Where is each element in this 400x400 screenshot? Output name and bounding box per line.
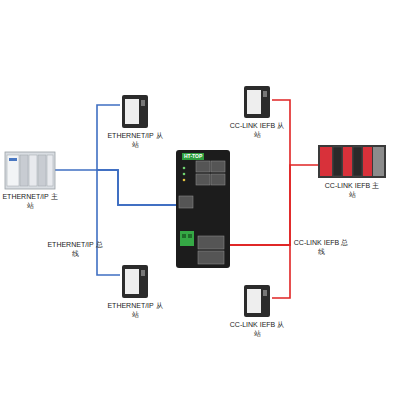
plc-indicator (9, 158, 17, 161)
slave-device (244, 86, 270, 118)
slave-device (122, 265, 148, 298)
device-label: ETHERNET/IP 从站 (107, 131, 163, 149)
slave-device (122, 95, 148, 128)
slave-device-box: ETHERNET/IP 从站 (120, 95, 150, 128)
terminal-block (180, 231, 194, 246)
terminal-screw (182, 234, 186, 238)
bus-connector (230, 100, 290, 245)
device-body (122, 265, 148, 298)
rj45-port (196, 161, 210, 172)
device-label: CC-LINK IEFB 从站 (229, 121, 285, 139)
device-body (122, 95, 148, 128)
plc-rack (5, 152, 55, 189)
bus-connector (230, 165, 318, 245)
plc-base (5, 152, 55, 189)
plc-module (7, 155, 19, 186)
rj45-port (198, 251, 224, 264)
device-front (247, 90, 261, 114)
plc-module (373, 147, 384, 176)
slave-device-box: ETHERNET/IP 从站 (120, 265, 150, 298)
bus-label: CC-LINK IEFB 总线 (292, 238, 350, 256)
device-port (141, 270, 145, 276)
rj45-port (198, 236, 224, 249)
plc-module (47, 155, 53, 186)
device-port (141, 100, 145, 106)
rj45-port (179, 196, 193, 208)
device-port (263, 290, 267, 296)
rj45-port (196, 174, 210, 185)
bus-connector (97, 170, 176, 275)
device-body (244, 285, 270, 317)
status-led (183, 173, 186, 176)
slave-device (244, 285, 270, 317)
plc-module (38, 155, 46, 186)
gateway-device (176, 150, 230, 268)
device-front (247, 289, 261, 313)
device-label: ETHERNET/IP 主站 (2, 192, 58, 210)
device-front (125, 269, 139, 294)
device-label: CC-LINK IEFB 从站 (229, 320, 285, 338)
gateway-box: HT-TOP (176, 150, 230, 268)
rj45-port (211, 161, 225, 172)
terminal-screw (188, 234, 192, 238)
bus-connector (55, 170, 176, 205)
plc-module (333, 147, 342, 176)
plc-rack (318, 145, 386, 178)
plc-module (320, 147, 332, 176)
brand-logo: HT-TOP (182, 153, 204, 160)
device-port (263, 91, 267, 97)
rj45-port (211, 174, 225, 185)
device-body (244, 86, 270, 118)
bus-label: ETHERNET/IP 总线 (46, 240, 104, 258)
slave-device-box: CC-LINK IEFB 从站 (242, 285, 272, 317)
status-led (183, 167, 186, 170)
device-label: ETHERNET/IP 从站 (107, 301, 163, 319)
plc-module (363, 147, 372, 176)
slave-device-box: CC-LINK IEFB 从站 (242, 86, 272, 118)
plc-base (318, 145, 386, 178)
device-front (125, 99, 139, 124)
plc-module (353, 147, 362, 176)
gateway-body (176, 150, 230, 268)
master-plc-box: ETHERNET/IP 主站 (5, 152, 55, 189)
plc-module (343, 147, 352, 176)
master-plc-box: CC-LINK IEFB 主站 (318, 145, 386, 178)
device-label: CC-LINK IEFB 主站 (324, 181, 380, 199)
plc-module (20, 155, 28, 186)
plc-module (29, 155, 37, 186)
status-led (183, 179, 186, 182)
